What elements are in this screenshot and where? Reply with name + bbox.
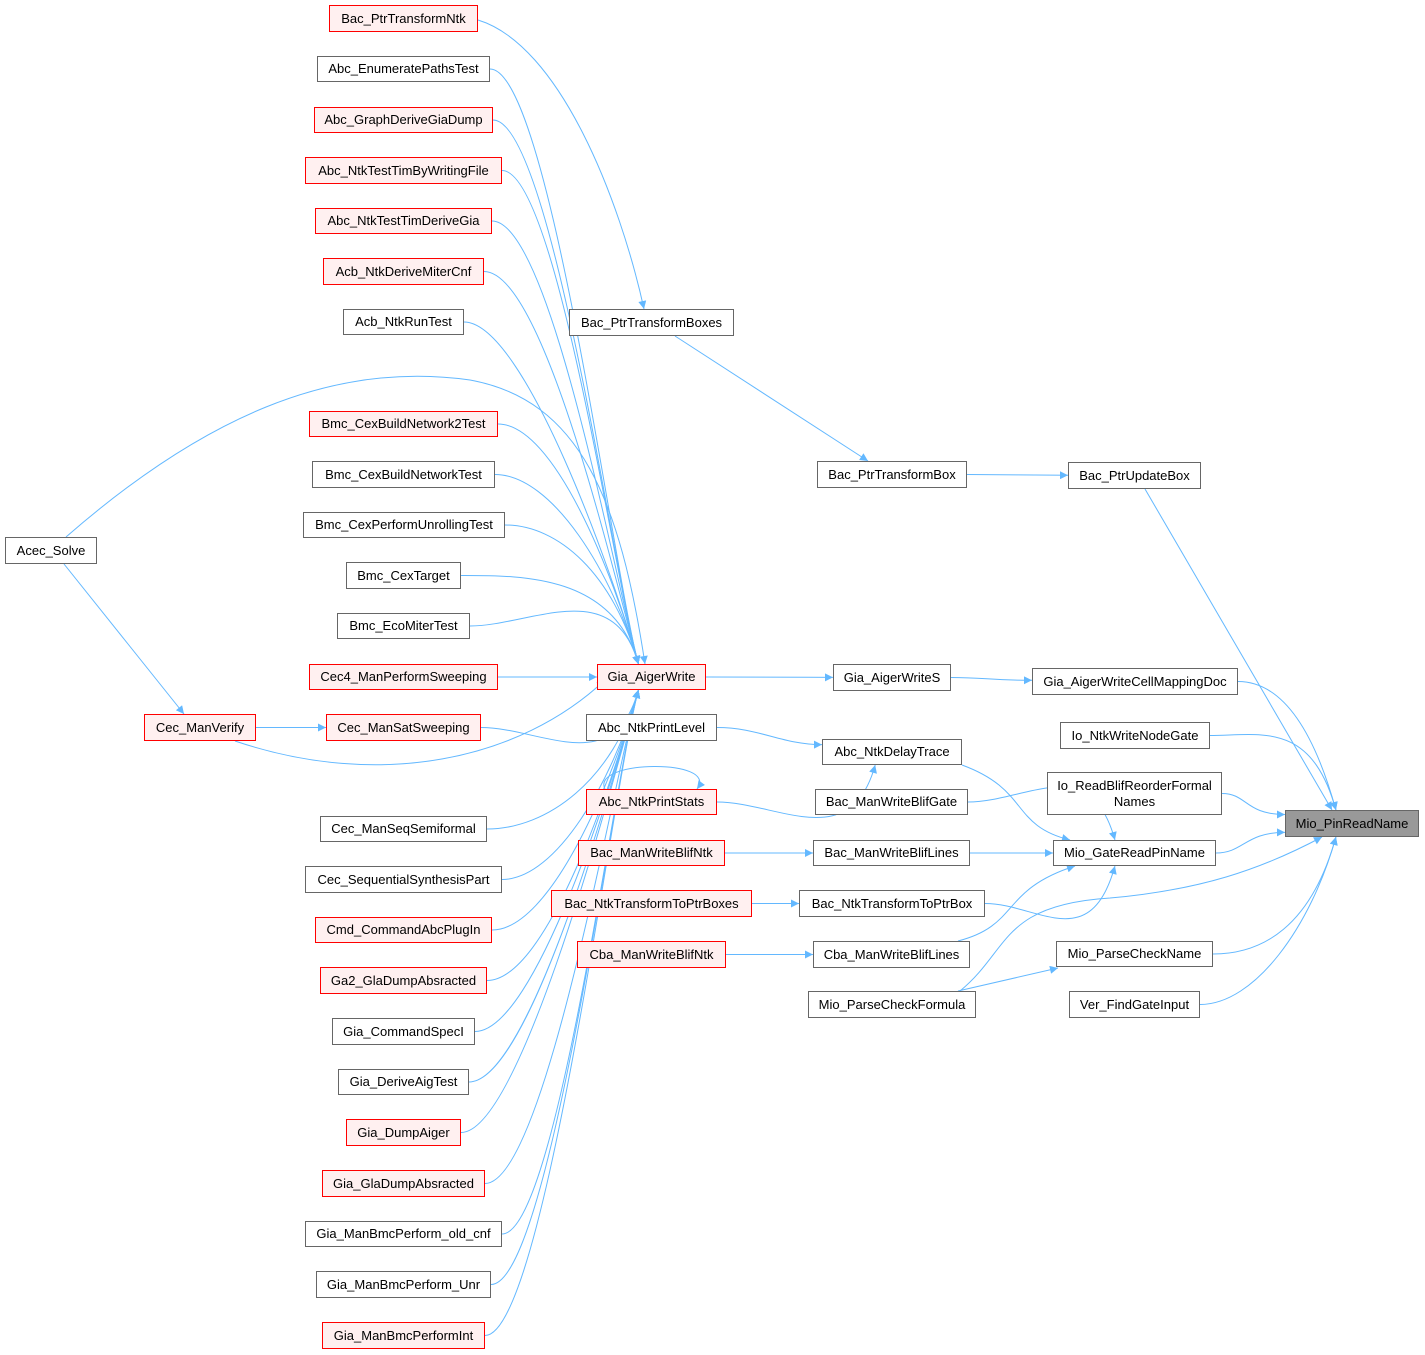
node-io-ntk-write-node-gate[interactable]: Io_NtkWriteNodeGate	[1060, 722, 1210, 749]
edge-mio-parse-check-formula-to-mio-pin-read-name	[959, 836, 1323, 992]
node-mio-parse-check-formula[interactable]: Mio_ParseCheckFormula	[808, 991, 976, 1018]
node-gia-aiger-write-cell-mapping-doc[interactable]: Gia_AigerWriteCellMappingDoc	[1032, 668, 1238, 695]
edge-mio-parse-check-name-to-mio-pin-read-name	[1212, 836, 1338, 955]
node-bac-ptr-update-box[interactable]: Bac_PtrUpdateBox	[1068, 462, 1201, 489]
node-gia-derive-aig-test[interactable]: Gia_DeriveAigTest	[338, 1069, 469, 1095]
edge-mio-gate-read-pin-name-to-mio-pin-read-name	[1215, 828, 1286, 854]
edge-bac-ptr-transform-ntk-to-bac-ptr-transform-boxes	[477, 19, 647, 310]
edge-bmc-cex-perform-unrolling-test-to-gia-aiger-write	[504, 524, 641, 665]
node-abc-ntk-test-tim-derive-gia[interactable]: Abc_NtkTestTimDeriveGia	[315, 208, 492, 234]
edge-bmc-cex-target-to-gia-aiger-write	[460, 574, 641, 665]
node-abc-ntk-test-tim-by-writing-file[interactable]: Abc_NtkTestTimByWritingFile	[305, 157, 502, 184]
edge-gia-aiger-write-s-to-gia-aiger-write-cell-mapping-doc	[950, 676, 1033, 685]
node-bmc-eco-miter-test[interactable]: Bmc_EcoMiterTest	[337, 613, 470, 639]
edge-gia-aiger-write-cell-mapping-doc-to-mio-pin-read-name	[1237, 681, 1338, 811]
edge-bmc-cex-build-network2-test-to-gia-aiger-write	[497, 423, 641, 665]
edge-bac-ptr-update-box-to-mio-pin-read-name	[1144, 488, 1333, 811]
edge-mio-parse-check-formula-to-mio-parse-check-name	[957, 965, 1059, 992]
edge-io-ntk-write-node-gate-to-mio-pin-read-name	[1209, 733, 1338, 811]
node-ver-find-gate-input[interactable]: Ver_FindGateInput	[1069, 991, 1200, 1018]
edge-gia-man-bmc-perform-int-to-gia-aiger-write	[484, 689, 641, 1336]
node-mio-pin-read-name[interactable]: Mio_PinReadName	[1285, 810, 1419, 837]
node-bac-ptr-transform-boxes[interactable]: Bac_PtrTransformBoxes	[569, 309, 734, 336]
node-bac-ptr-transform-box[interactable]: Bac_PtrTransformBox	[817, 461, 967, 488]
edge-acb-ntk-derive-miter-cnf-to-gia-aiger-write	[483, 271, 641, 665]
edge-gia-gla-dump-absracted-to-gia-aiger-write	[484, 689, 641, 1184]
node-bac-ptr-transform-ntk[interactable]: Bac_PtrTransformNtk	[329, 5, 478, 32]
node-cec-man-sat-sweeping[interactable]: Cec_ManSatSweeping	[326, 714, 481, 741]
edge-ver-find-gate-input-to-mio-pin-read-name	[1199, 836, 1338, 1005]
edge-acec-solve-to-gia-aiger-write	[65, 375, 648, 665]
edge-bac-ntk-transform-to-ptr-box-to-mio-gate-read-pin-name	[984, 865, 1117, 920]
node-cec-man-seq-semiformal[interactable]: Cec_ManSeqSemiformal	[320, 816, 487, 842]
edge-abc-ntk-delay-trace-to-mio-gate-read-pin-name	[961, 764, 1071, 842]
node-bac-man-write-blif-lines[interactable]: Bac_ManWriteBlifLines	[813, 840, 970, 866]
node-gia-man-bmc-perform-old-cnf[interactable]: Gia_ManBmcPerform_old_cnf	[305, 1221, 502, 1247]
edge-gia-man-bmc-perform-unr-to-gia-aiger-write	[490, 689, 641, 1285]
node-bmc-cex-perform-unrolling-test[interactable]: Bmc_CexPerformUnrollingTest	[303, 512, 505, 538]
node-gia-dump-aiger[interactable]: Gia_DumpAiger	[346, 1119, 461, 1146]
edge-io-read-blif-reorder-formal-names-to-mio-pin-read-name	[1221, 793, 1286, 819]
node-acb-ntk-derive-miter-cnf[interactable]: Acb_NtkDeriveMiterCnf	[323, 258, 484, 285]
node-gia-man-bmc-perform-unr[interactable]: Gia_ManBmcPerform_Unr	[316, 1271, 491, 1298]
node-cba-man-write-blif-lines[interactable]: Cba_ManWriteBlifLines	[813, 941, 970, 968]
node-bac-ntk-transform-to-ptr-boxes[interactable]: Bac_NtkTransformToPtrBoxes	[551, 890, 752, 917]
node-abc-ntk-print-level[interactable]: Abc_NtkPrintLevel	[586, 714, 717, 741]
node-ga2-gla-dump-absracted[interactable]: Ga2_GlaDumpAbsracted	[320, 967, 487, 994]
edge-abc-enumerate-paths-test-to-gia-aiger-write	[489, 68, 641, 665]
node-gia-gla-dump-absracted[interactable]: Gia_GlaDumpAbsracted	[322, 1170, 485, 1197]
node-cmd-command-abc-plug-in[interactable]: Cmd_CommandAbcPlugIn	[315, 917, 492, 943]
node-cec4-man-perform-sweeping[interactable]: Cec4_ManPerformSweeping	[309, 664, 498, 690]
edge-bac-ptr-transform-boxes-to-bac-ptr-transform-box	[674, 335, 869, 462]
edge-bmc-cex-build-network-test-to-gia-aiger-write	[494, 474, 641, 665]
node-gia-aiger-write[interactable]: Gia_AigerWrite	[597, 664, 706, 690]
node-abc-graph-derive-gia-dump[interactable]: Abc_GraphDeriveGiaDump	[314, 107, 493, 133]
node-bmc-cex-target[interactable]: Bmc_CexTarget	[346, 562, 461, 589]
node-cec-man-verify[interactable]: Cec_ManVerify	[144, 714, 256, 741]
node-bmc-cex-build-network2-test[interactable]: Bmc_CexBuildNetwork2Test	[309, 411, 498, 437]
edge-bmc-eco-miter-test-to-gia-aiger-write	[469, 610, 641, 665]
node-abc-enumerate-paths-test[interactable]: Abc_EnumeratePathsTest	[317, 56, 490, 82]
node-gia-command-spec-i[interactable]: Gia_CommandSpecI	[332, 1018, 475, 1045]
edge-abc-ntk-print-stats-to-abc-ntk-print-stats	[603, 766, 705, 790]
node-mio-parse-check-name[interactable]: Mio_ParseCheckName	[1056, 941, 1213, 967]
edge-abc-ntk-test-tim-by-writing-file-to-gia-aiger-write	[501, 170, 641, 665]
node-bac-man-write-blif-ntk[interactable]: Bac_ManWriteBlifNtk	[578, 840, 725, 866]
edge-cec-man-verify-to-gia-aiger-write	[234, 679, 606, 766]
node-acb-ntk-run-test[interactable]: Acb_NtkRunTest	[343, 309, 464, 335]
node-cec-sequential-synthesis-part[interactable]: Cec_SequentialSynthesisPart	[305, 866, 502, 893]
node-acec-solve[interactable]: Acec_Solve	[5, 537, 97, 564]
edge-acec-solve-to-cec-man-verify	[63, 563, 185, 715]
edge-abc-ntk-print-level-to-abc-ntk-delay-trace	[716, 727, 823, 749]
edge-cba-man-write-blif-lines-to-mio-gate-read-pin-name	[957, 864, 1076, 942]
node-abc-ntk-print-stats[interactable]: Abc_NtkPrintStats	[586, 789, 717, 815]
edge-bac-ptr-transform-box-to-bac-ptr-update-box	[966, 471, 1069, 480]
node-bmc-cex-build-network-test[interactable]: Bmc_CexBuildNetworkTest	[312, 461, 495, 488]
node-bac-man-write-blif-gate[interactable]: Bac_ManWriteBlifGate	[815, 789, 968, 815]
node-gia-man-bmc-perform-int[interactable]: Gia_ManBmcPerformInt	[322, 1322, 485, 1349]
node-abc-ntk-delay-trace[interactable]: Abc_NtkDelayTrace	[822, 739, 962, 765]
edge-abc-ntk-test-tim-derive-gia-to-gia-aiger-write	[491, 220, 641, 665]
node-cba-man-write-blif-ntk[interactable]: Cba_ManWriteBlifNtk	[577, 941, 726, 968]
node-gia-aiger-write-s[interactable]: Gia_AigerWriteS	[833, 664, 951, 691]
node-bac-ntk-transform-to-ptr-box[interactable]: Bac_NtkTransformToPtrBox	[799, 890, 985, 917]
node-mio-gate-read-pin-name[interactable]: Mio_GateReadPinName	[1053, 840, 1216, 866]
node-io-read-blif-reorder-formal-names[interactable]: Io_ReadBlifReorderFormal Names	[1047, 772, 1222, 815]
